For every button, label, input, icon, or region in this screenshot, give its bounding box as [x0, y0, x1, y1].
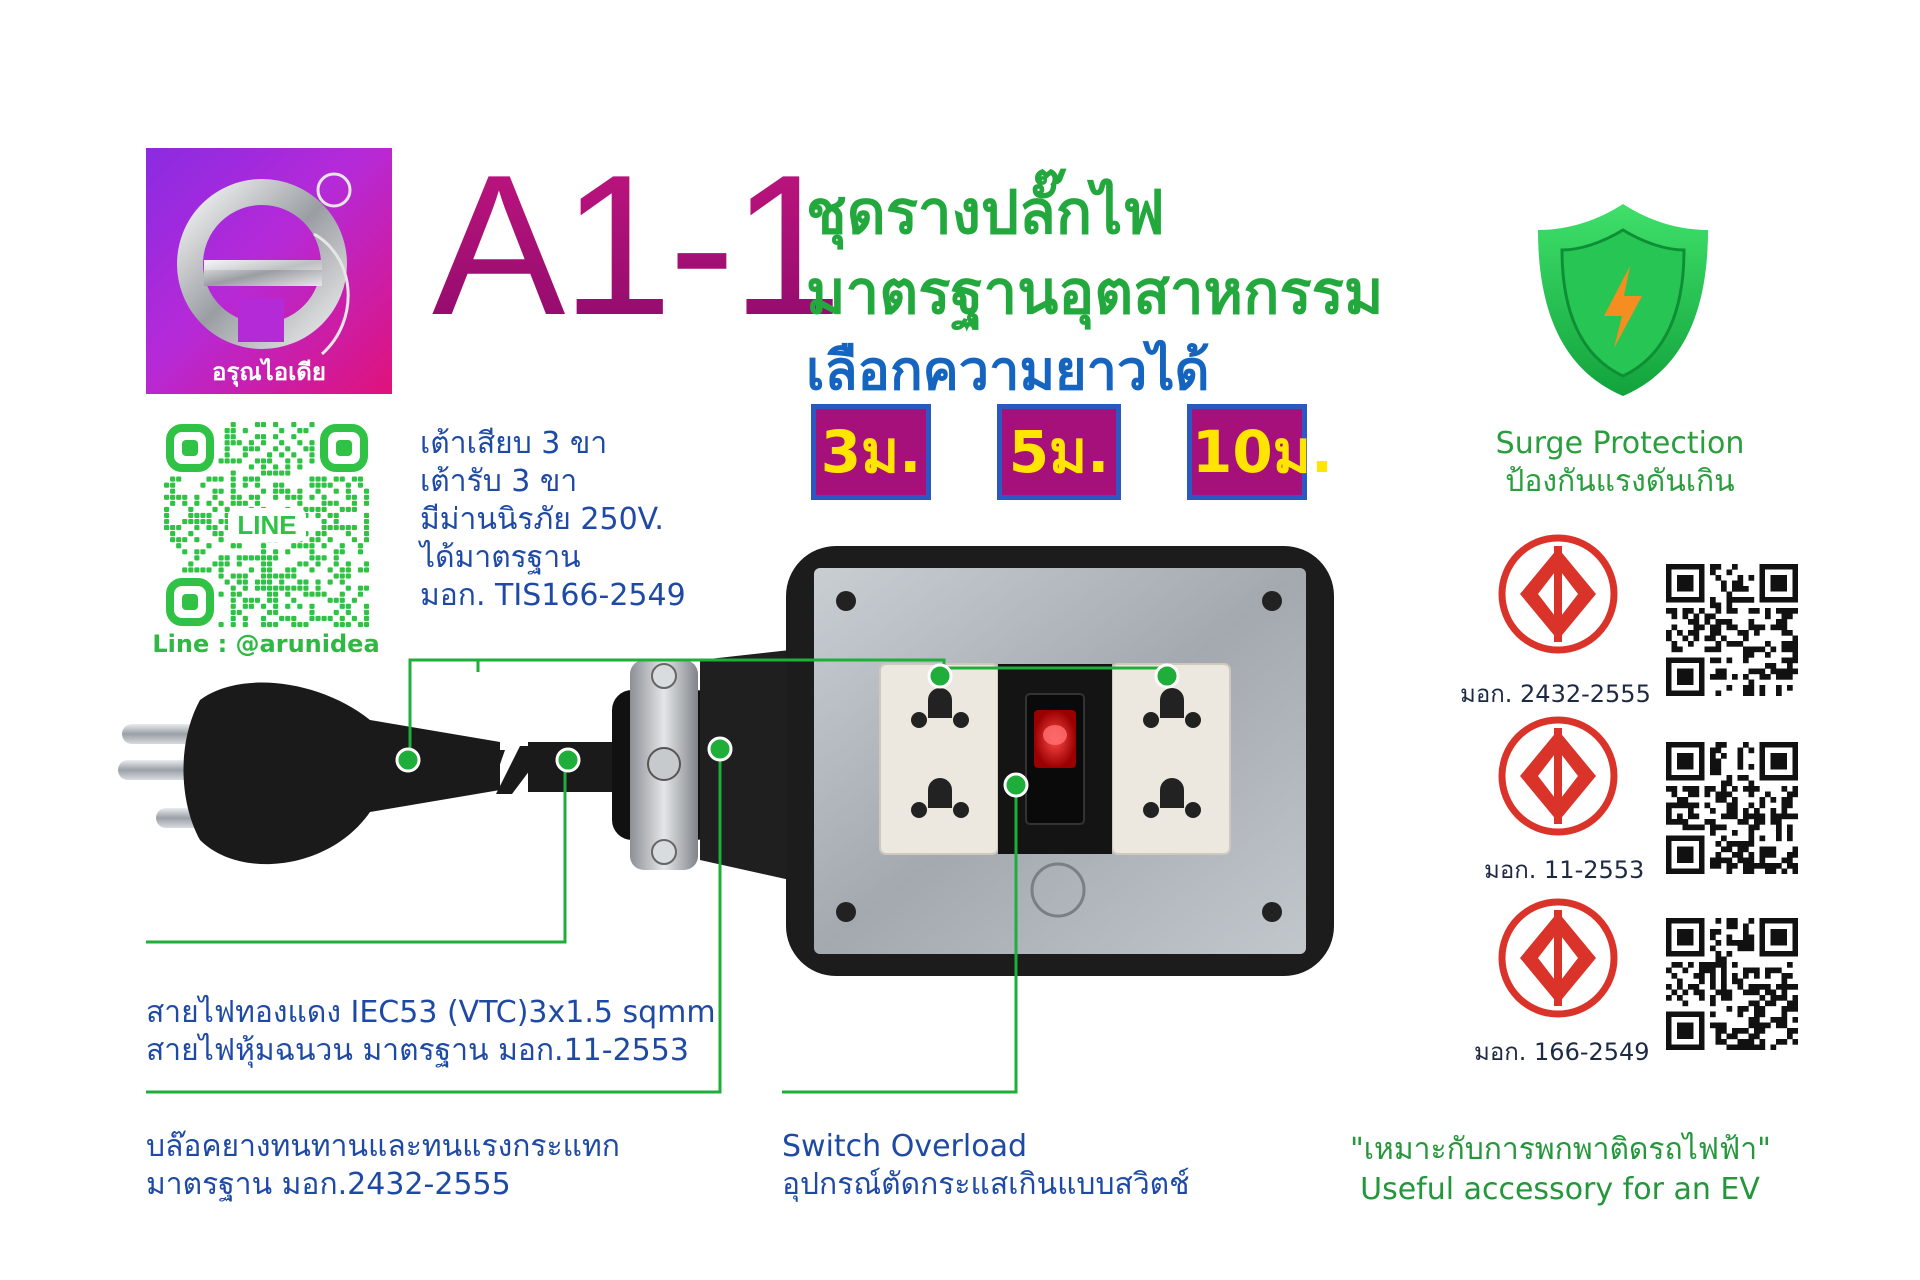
plug-body: [183, 682, 500, 865]
qr-code-icon: [1666, 918, 1798, 1050]
ev-note-en: Useful accessory for an EV: [1360, 1172, 1760, 1207]
spec-line: อุปกรณ์ตัดกระแสเกินแบบสวิตช์: [782, 1167, 1190, 1202]
outlet-right: [1094, 663, 1231, 855]
spec-line: เต้ารับ 3 ขา: [420, 464, 578, 499]
surge-en: Surge Protection: [1495, 426, 1745, 461]
cable-spec-text: สายไฟทองแดง IEC53 (VTC)3x1.5 sqmm สายไฟห…: [146, 994, 716, 1070]
rubber-neck: [700, 650, 790, 880]
spec-line: สายไฟทองแดง IEC53 (VTC)3x1.5 sqmm: [146, 995, 716, 1030]
surge-th: ป้องกันแรงดันเกิน: [1505, 464, 1735, 499]
ev-note-th: "เหมาะกับการพกพาติดรถไฟฟ้า": [1350, 1132, 1771, 1167]
cert-label: มอก. 166-2549: [1474, 1038, 1650, 1066]
qr-code-icon: [1666, 742, 1798, 874]
cert-label: มอก. 2432-2555: [1460, 680, 1651, 708]
logo-caption: อรุณไอเดีย: [212, 358, 326, 386]
title-line-2: มาตรฐานอุตสาหกรรม: [806, 258, 1384, 328]
surge-protection-text: Surge Protection ป้องกันแรงดันเกิน: [1470, 425, 1770, 501]
title-line-3: เลือกความยาวได้: [806, 339, 1210, 402]
spec-line: สายไฟหุ้มฉนวน มาตรฐาน มอก.11-2553: [146, 1033, 689, 1068]
spec-line: เต้าเสียบ 3 ขา: [420, 426, 608, 461]
outlet-left: [879, 663, 1018, 855]
qr-code-icon: [1666, 564, 1798, 696]
length-badge-5m: 5ม.: [997, 404, 1121, 500]
spec-line: ได้มาตรฐาน: [420, 540, 581, 575]
ev-note: "เหมาะกับการพกพาติดรถไฟฟ้า" Useful acces…: [1350, 1130, 1771, 1210]
spec-line: มอก. TIS166-2549: [420, 578, 686, 613]
tisi-mark-icon: [1498, 716, 1618, 836]
block-spec-text: บล๊อคยางทนทานและทนแรงกระแทก มาตรฐาน มอก.…: [146, 1128, 620, 1204]
spec-line: มีม่านนิรภัย 250V.: [420, 502, 664, 537]
spec-line: Switch Overload: [782, 1129, 1027, 1164]
plug-spec-text: เต้าเสียบ 3 ขา เต้ารับ 3 ขา มีม่านนิรภัย…: [420, 425, 686, 615]
shield-lightning-icon: [1538, 204, 1708, 396]
line-qr-label: LINE: [237, 510, 296, 540]
length-badge-10m: 10ม.: [1187, 404, 1333, 500]
title-line-1: ชุดรางปลั๊กไฟ: [806, 178, 1165, 248]
cable-clamp: [612, 660, 716, 870]
plate-logo: [1030, 862, 1086, 918]
brand-logo: อรุณไอเดีย: [146, 148, 392, 394]
length-badge-3m: 3ม.: [811, 404, 931, 500]
tisi-mark-icon: [1498, 898, 1618, 1018]
spec-line: บล๊อคยางทนทานและทนแรงกระแทก: [146, 1129, 620, 1164]
line-id: Line : @arunidea: [152, 630, 380, 658]
spec-line: มาตรฐาน มอก.2432-2555: [146, 1167, 511, 1202]
model-number: A1-1: [432, 134, 842, 357]
cert-label: มอก. 11-2553: [1484, 856, 1645, 884]
callout-dots: [395, 663, 1180, 798]
line-qr-code-icon: LINE: [164, 422, 370, 628]
tisi-mark-icon: [1498, 534, 1618, 654]
switch-spec-text: Switch Overload อุปกรณ์ตัดกระแสเกินแบบสว…: [782, 1128, 1190, 1204]
arunidea-logo-icon: [177, 172, 352, 356]
